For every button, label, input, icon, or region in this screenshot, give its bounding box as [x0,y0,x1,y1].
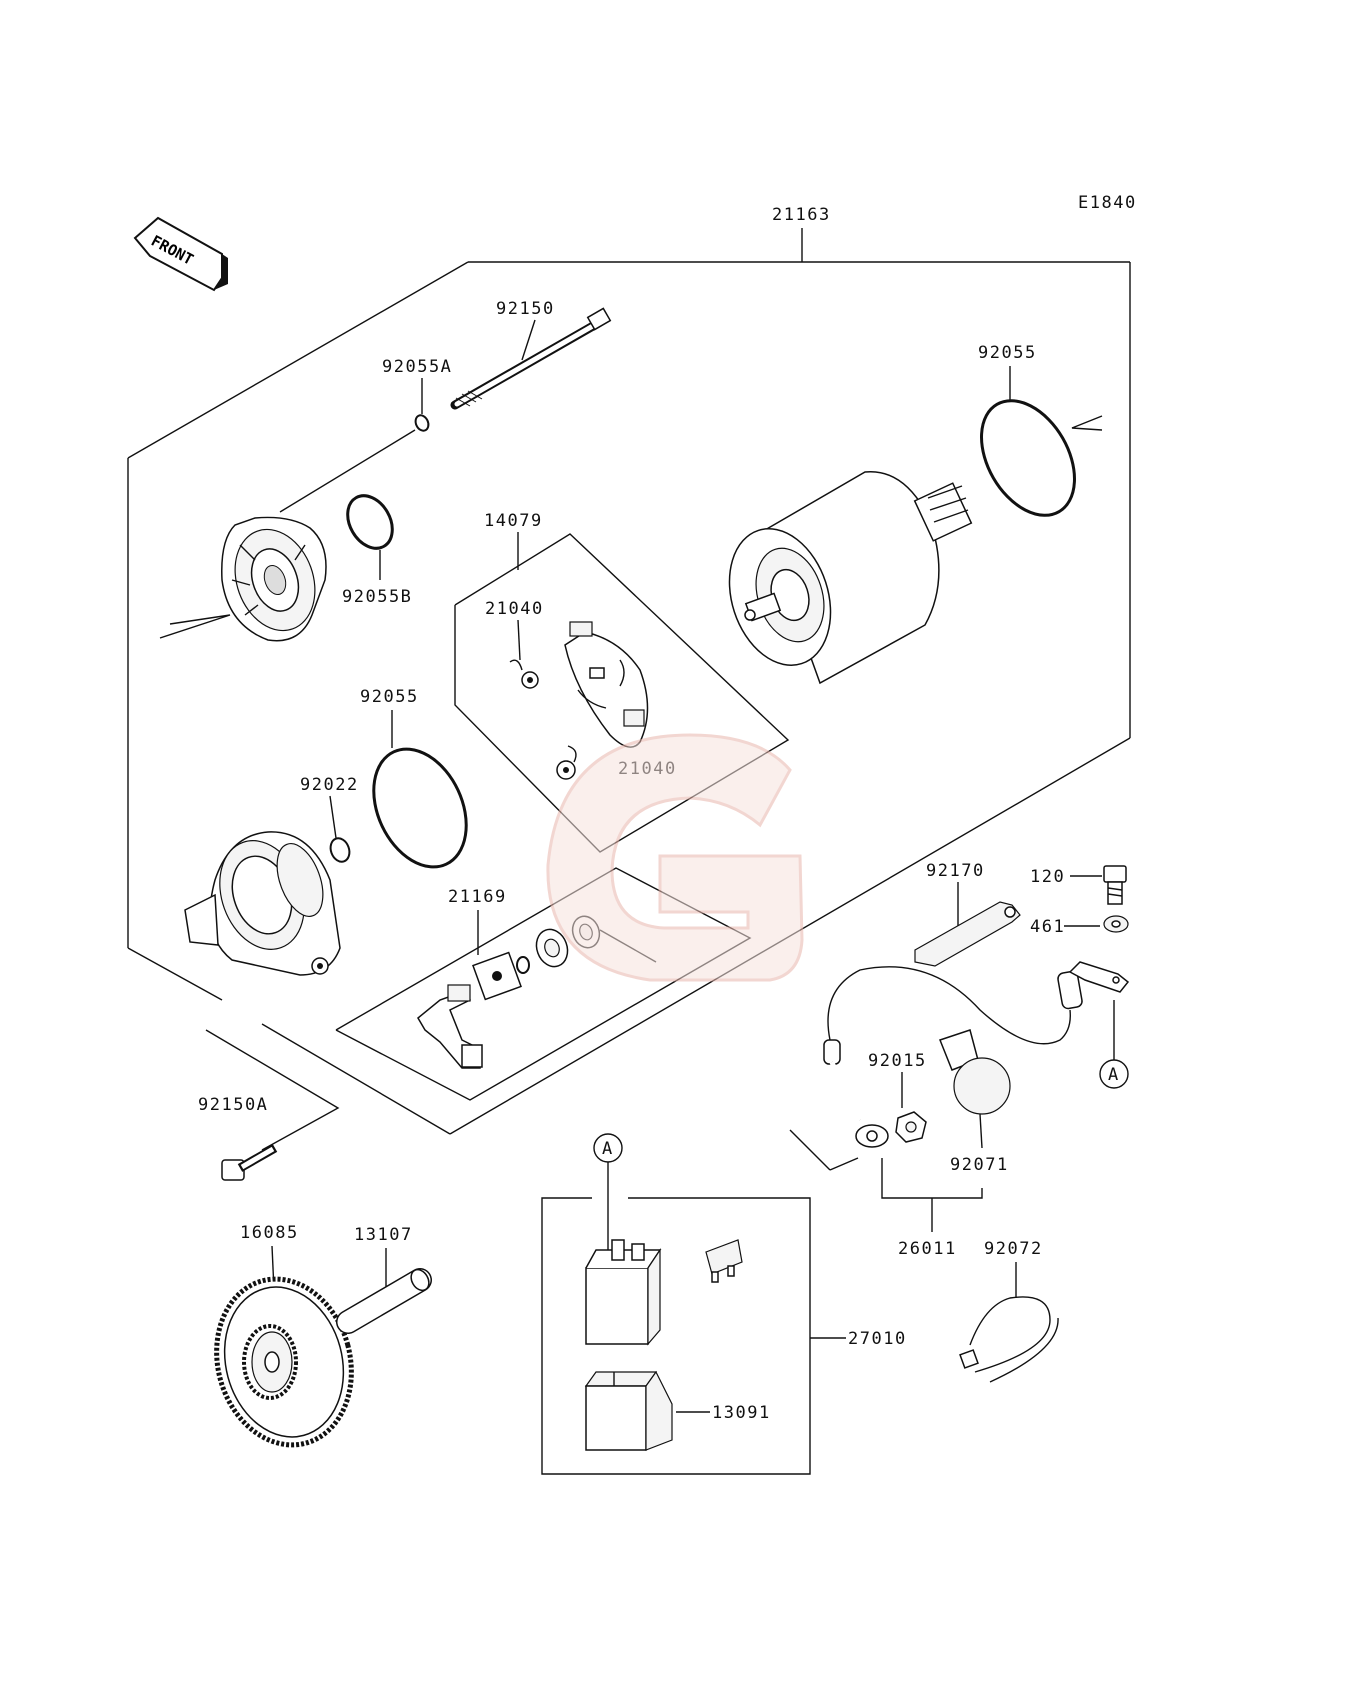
brush-spring-21040-upper [509,659,539,689]
label-13091: 13091 [712,1403,771,1423]
cable-band-92072 [959,1296,1059,1383]
relay-group-box [541,1197,811,1475]
label-92055-mid: 92055 [360,687,419,707]
starter-front-cover [184,831,341,976]
label-92055-top: 92055 [978,343,1037,363]
bolt-92150A [221,1144,278,1181]
reference-a-box: A [602,1139,614,1159]
fuse-icon [705,1239,743,1283]
label-120: 120 [1030,867,1065,887]
label-14079: 14079 [484,511,543,531]
label-13107: 13107 [354,1225,413,1245]
label-21163: 21163 [772,205,831,225]
washer-92022 [329,837,351,863]
reference-a-right: A [1108,1065,1120,1085]
label-26011: 26011 [898,1239,957,1259]
label-92150: 92150 [496,299,555,319]
label-27010: 27010 [848,1329,907,1349]
cable-strip-92170 [914,901,1021,967]
terminal-cap-92071 [939,1029,1011,1115]
label-92150A: 92150A [198,1095,268,1115]
starter-relay-27010 [585,1239,662,1346]
diagram-code: E1840 [1078,193,1137,213]
reference-a-marker-right [1099,1059,1129,1089]
gear-shaft-13107 [336,1268,432,1334]
starter-cable-26011 [823,961,1130,1148]
label-92072: 92072 [984,1239,1043,1259]
idle-gear-16085 [214,1276,354,1448]
through-bolt-92150 [450,307,612,410]
nut-92015 [895,1111,927,1143]
brush-plate-14079 [564,621,649,748]
front-direction-arrow-icon: FRONT [133,216,228,292]
starter-yoke-armature [728,471,973,685]
label-21169: 21169 [448,887,507,907]
label-92055A: 92055A [382,357,452,377]
relay-cover-13091 [584,1370,673,1451]
label-21040-a: 21040 [485,599,544,619]
watermark-g-logo: G [546,733,804,982]
label-92170: 92170 [926,861,985,881]
label-92055B: 92055B [342,587,412,607]
label-92071: 92071 [950,1155,1009,1175]
label-92015: 92015 [868,1051,927,1071]
starter-rear-cover [159,516,327,642]
o-ring-92055-large [980,399,1076,517]
bolt-120 [1103,865,1127,905]
o-ring-92055A [414,414,430,432]
o-ring-92055B [346,494,394,550]
label-92022: 92022 [300,775,359,795]
label-16085: 16085 [240,1223,299,1243]
o-ring-92055-mid [372,747,468,869]
label-461: 461 [1030,917,1065,937]
brush-spring-21040-lower [556,745,577,780]
